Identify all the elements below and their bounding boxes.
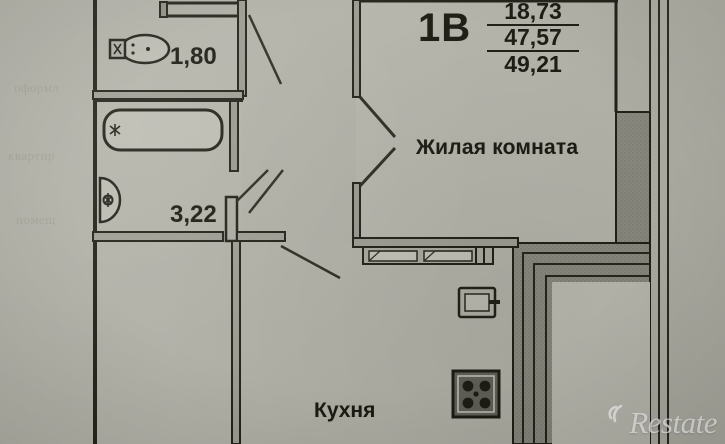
apartment-type-code: 1В: [418, 6, 472, 50]
washbasin-icon: [98, 176, 122, 224]
wc-dimension-leader: [247, 14, 283, 85]
room-label-kitchen: Кухня: [314, 399, 376, 422]
hall-dimension-leader: [280, 244, 341, 280]
toilet-icon: [108, 33, 171, 65]
living-room-wall-bottom: [352, 237, 519, 248]
dimension-label-hall-length: 3,22: [170, 201, 217, 228]
room-label-living-room: Жилая комната: [416, 136, 579, 159]
balcony-slab-area: [552, 282, 650, 444]
kitchen-hall-area: [93, 243, 513, 444]
wall-corner-line-1: [522, 252, 650, 444]
ghost-text-line-3: помещ: [16, 212, 56, 227]
living-room-wall-left-lower: [352, 182, 361, 244]
cooktop-icon: [451, 369, 501, 419]
bathtub-icon: [102, 108, 224, 152]
bathroom-wall-bottom: [92, 231, 224, 242]
hall-partition: [236, 231, 286, 242]
wall-corner-line-2: [533, 263, 650, 444]
ghost-text-line-1: оформл: [14, 80, 60, 95]
hall-door-leader: [248, 169, 284, 214]
living-room-door-leader: [358, 96, 397, 188]
dimension-label-wc-width: 1,80: [170, 43, 217, 70]
wc-door-top: [159, 1, 246, 18]
area-total-with-balcony: 49,21: [504, 50, 562, 77]
wc-wall-right: [237, 0, 247, 97]
bathroom-wall-right: [229, 100, 239, 172]
balcony-door-fixture: [457, 286, 500, 319]
exterior-wall-right: [615, 111, 651, 244]
living-room-wall-left-upper: [352, 0, 361, 98]
kitchen-hall-partition-vertical: [231, 240, 241, 444]
wall-corner-line-3: [545, 275, 650, 444]
area-living: 18,73: [487, 0, 579, 26]
window-band: [362, 246, 494, 265]
ghost-text-line-2: квартир: [8, 148, 56, 163]
area-summary: 18,73 47,57 49,21: [487, 0, 579, 77]
wc-wall-bottom: [92, 90, 244, 100]
living-room-area: [356, 0, 616, 243]
area-total: 47,57: [487, 25, 579, 52]
